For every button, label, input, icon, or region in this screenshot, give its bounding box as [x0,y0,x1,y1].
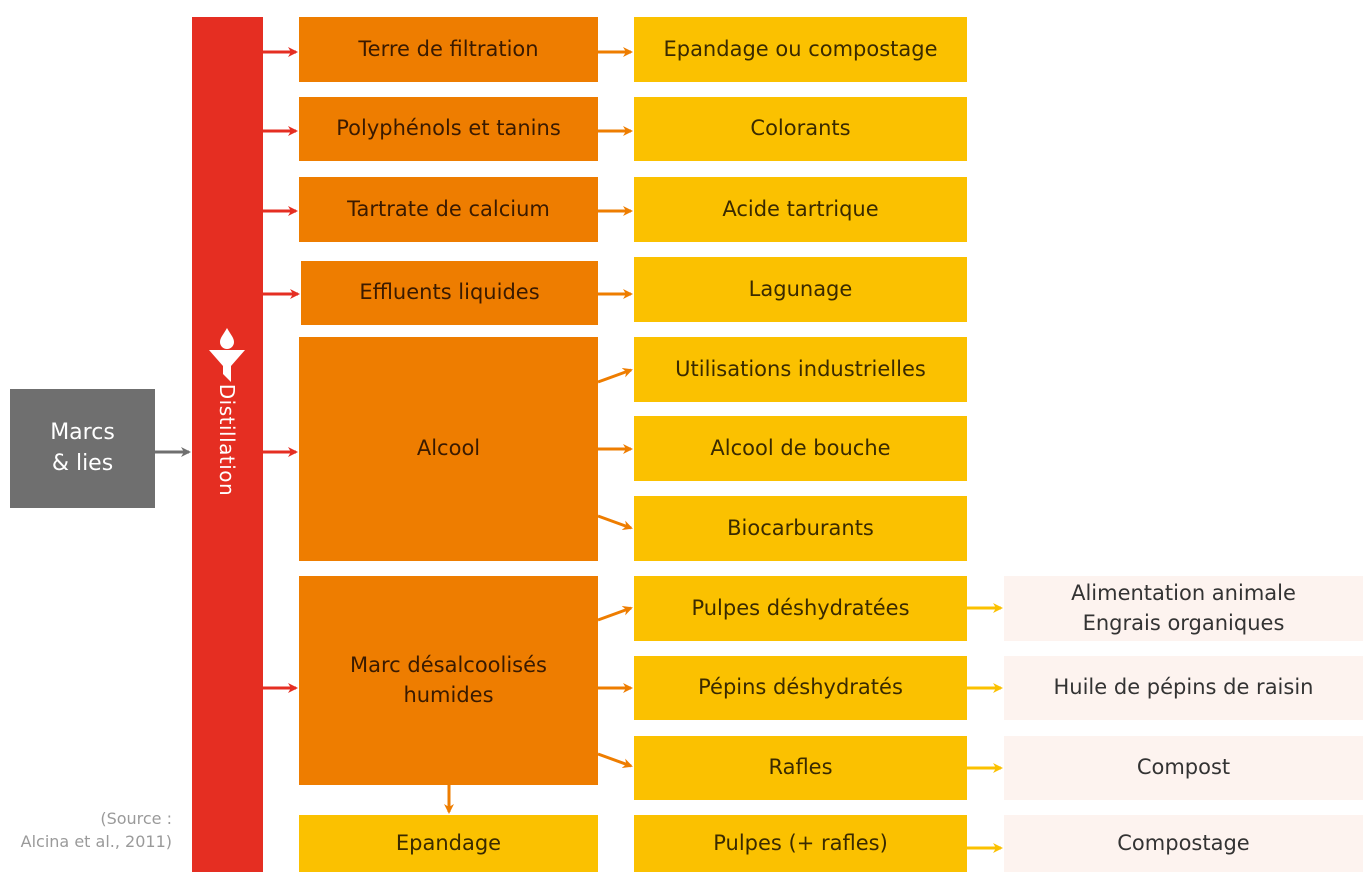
use-epandage-ou-compostage: Epandage ou compostage [634,17,967,82]
funnel-drop-icon [209,328,245,382]
product-effluents: Effluents liquides [301,261,598,325]
source-note: (Source : Alcina et al., 2011) [20,809,172,852]
use-utilisations-industrielles: Utilisations industrielles [634,337,967,402]
arrow-alcool-to-industrielles [597,368,633,384]
distillation-bar [192,17,263,872]
use-colorants: Colorants [634,97,967,161]
end-use-huile-pepins: Huile de pépins de raisin [1004,656,1363,720]
product-polyphenols: Polyphénols et tanins [299,97,598,161]
use-lagunage: Lagunage [634,257,967,322]
product-terre-de-filtration: Terre de filtration [299,17,598,82]
distillation-label: Distillation [215,383,239,497]
product-marc-desalcoolises: Marc désalcoolisés humides [299,576,598,785]
use-pepins-deshydrates: Pépins déshydratés [634,656,967,720]
arrow-marc-to-pulpes [597,606,633,622]
use-acide-tartrique: Acide tartrique [634,177,967,242]
end-use-compostage: Compostage [1004,815,1363,872]
use-epandage: Epandage [299,815,598,872]
use-pulpes-deshydratees: Pulpes déshydratées [634,576,967,641]
use-rafles: Rafles [634,736,967,800]
use-pulpes-rafles: Pulpes (+ rafles) [634,815,967,872]
arrow-marc-to-rafles [597,752,633,768]
product-alcool: Alcool [299,337,598,561]
arrow-alcool-to-biocarburants [597,514,633,530]
end-use-alimentation-engrais: Alimentation animale Engrais organiques [1004,576,1363,641]
use-alcool-de-bouche: Alcool de bouche [634,416,967,481]
product-tartrate: Tartrate de calcium [299,177,598,242]
end-use-compost: Compost [1004,736,1363,800]
input-marcs-lies: Marcs & lies [10,389,155,508]
use-biocarburants: Biocarburants [634,496,967,561]
